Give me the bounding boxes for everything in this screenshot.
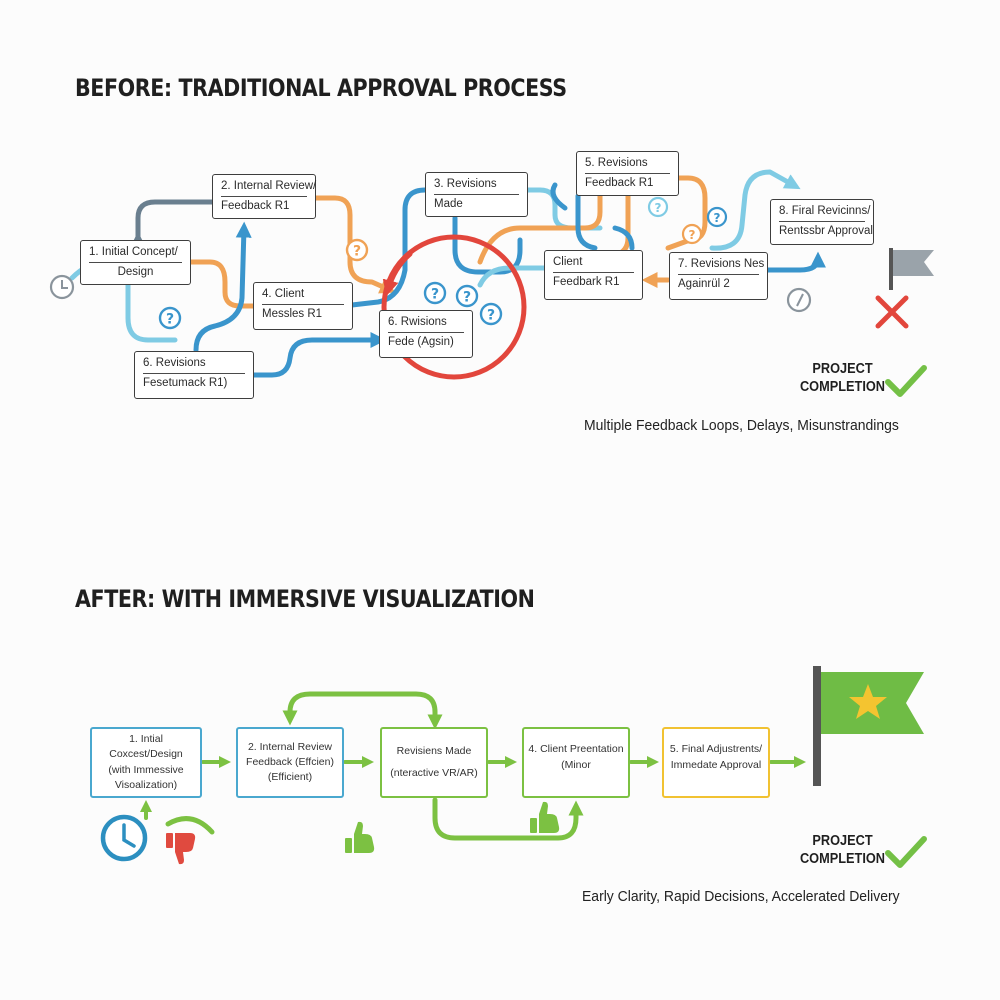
- question-icon: ?: [647, 196, 669, 218]
- question-icon: ?: [455, 284, 479, 308]
- svg-text:?: ?: [353, 244, 361, 260]
- thumbs-down-icon: [166, 833, 196, 865]
- svg-text:?: ?: [463, 290, 471, 306]
- after-connectors: [140, 691, 806, 841]
- thumbs-up-icon: [345, 821, 375, 853]
- after-step-2: 2. Internal Review Feedback (Effcien) (E…: [236, 727, 344, 798]
- question-icon: ?: [423, 281, 447, 305]
- question-icons: ? ? ? ? ? ? ? ?: [158, 196, 728, 330]
- before-step-1: 1. Initial Concept/Design: [80, 240, 191, 285]
- thumbs-up-icon: [530, 801, 560, 833]
- after-step-1: 1. Intial Coxcest/Design (with Immessive…: [90, 727, 202, 798]
- gauge-arc-icon: [165, 816, 215, 835]
- clock-icon: [49, 274, 75, 300]
- after-step-5: 5. Final Adjustrents/ Immedate Approval: [662, 727, 770, 798]
- before-heading: BEFORE: TRADITIONAL APPROVAL PROCESS: [75, 74, 567, 102]
- before-summary: Multiple Feedback Loops, Delays, Misunst…: [584, 417, 899, 434]
- grey-flag-icon: [889, 248, 934, 290]
- after-completion-label: PROJECT COMPLETION: [799, 833, 886, 868]
- svg-text:?: ?: [655, 201, 662, 215]
- clock-icon: [786, 287, 812, 313]
- star-icon: [849, 684, 887, 719]
- clock-icon: [100, 814, 148, 862]
- svg-text:?: ?: [689, 228, 696, 242]
- question-icon: ?: [158, 306, 182, 330]
- green-flag-icon: [813, 666, 924, 786]
- svg-text:?: ?: [166, 312, 174, 328]
- after-step-4: 4. Client Preentation (Minor: [522, 727, 630, 798]
- question-icon: ?: [345, 238, 369, 262]
- checkmark-icon: [885, 836, 927, 868]
- before-step-2: 2. Internal Review/Feedback R1: [212, 174, 316, 219]
- svg-text:?: ?: [714, 211, 721, 225]
- red-feedback-loop: [381, 234, 527, 380]
- question-icon: ?: [706, 206, 728, 228]
- question-icon: ?: [681, 223, 703, 245]
- after-step-3: Revisiens Made (nteractive VR/AR): [380, 727, 488, 798]
- svg-text:?: ?: [487, 308, 495, 324]
- svg-text:?: ?: [431, 287, 439, 303]
- question-icon: ?: [479, 302, 503, 326]
- after-summary: Early Clarity, Rapid Decisions, Accelera…: [582, 888, 900, 905]
- failure-x-icon: [875, 295, 909, 329]
- after-heading: AFTER: WITH IMMERSIVE VISUALIZATION: [75, 585, 535, 613]
- before-step-8: 8. Firal Revicinns/Rentssbr Approval: [770, 199, 874, 245]
- checkmark-icon: [885, 365, 927, 397]
- before-completion-label: PROJECT COMPLETION: [799, 361, 886, 396]
